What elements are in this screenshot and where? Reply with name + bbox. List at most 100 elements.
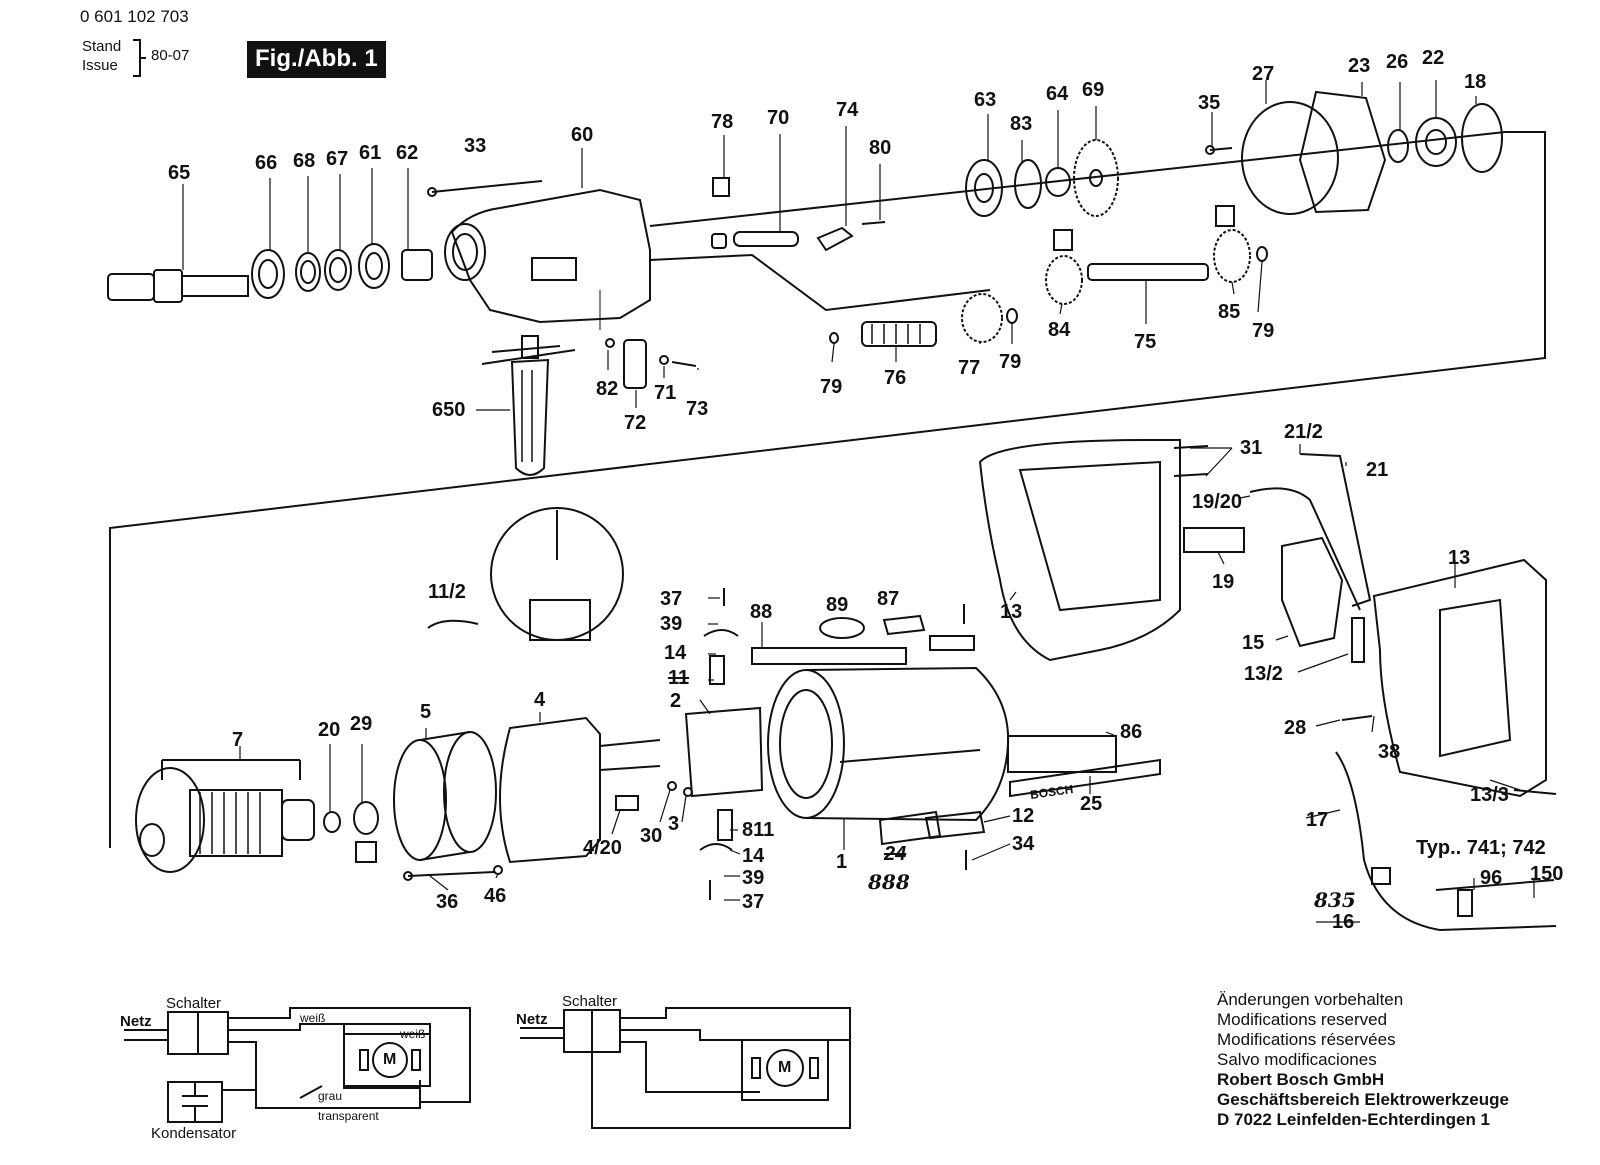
wiring-left-schalter: Schalter bbox=[166, 995, 222, 1012]
part-label-78: 78 bbox=[711, 111, 734, 133]
part-label-11: 11 bbox=[668, 667, 690, 689]
part-label-13-a: 13 bbox=[1000, 601, 1023, 623]
part-label-79-c: 79 bbox=[1252, 320, 1275, 342]
figure-label: Fig./Abb. 1 bbox=[247, 41, 386, 78]
stand-value: 80-07 bbox=[151, 47, 190, 64]
wiring-left-transparent: transparent bbox=[318, 1109, 379, 1123]
part-label-73: 73 bbox=[686, 398, 709, 420]
part-label-13-b: 13 bbox=[1448, 547, 1471, 569]
wiring-left-weiss-1: weiß bbox=[300, 1011, 326, 1025]
wiring-left-weiss-2: weiß bbox=[400, 1027, 426, 1041]
part-label-19-20: 19/20 bbox=[1192, 491, 1243, 513]
part-label-46: 46 bbox=[484, 885, 507, 907]
part-label-70: 70 bbox=[767, 107, 790, 129]
part-label-20: 20 bbox=[318, 719, 341, 741]
part-label-83: 83 bbox=[1010, 113, 1033, 135]
wiring-left-netz: Netz bbox=[120, 1013, 152, 1030]
part-label-7: 7 bbox=[232, 729, 244, 751]
wiring-left-grau: grau bbox=[318, 1089, 343, 1103]
part-label-12: 12 bbox=[1012, 805, 1035, 827]
part-label-86: 86 bbox=[1120, 721, 1143, 743]
part-label-88: 88 bbox=[750, 601, 773, 623]
part-label-13-3: 13/3 bbox=[1470, 784, 1509, 806]
company-line: Geschäftsbereich Elektrowerkzeuge bbox=[1217, 1090, 1509, 1109]
part-label-62: 62 bbox=[396, 142, 419, 164]
part-label-4: 4 bbox=[534, 689, 546, 711]
part-label-66: 66 bbox=[255, 152, 278, 174]
part-label-71: 71 bbox=[654, 382, 677, 404]
part-label-26: 26 bbox=[1386, 51, 1409, 73]
part-label-65: 65 bbox=[168, 162, 191, 184]
part-label-30: 30 bbox=[640, 825, 663, 847]
part-label-39-b: 39 bbox=[742, 867, 765, 889]
part-label-96: 96 bbox=[1480, 867, 1503, 889]
part-label-67: 67 bbox=[326, 148, 349, 170]
part-label-2: 2 bbox=[670, 690, 682, 712]
part-label-5: 5 bbox=[420, 701, 432, 723]
leader-lines bbox=[182, 80, 1535, 923]
wiring-left-motor: M bbox=[383, 1051, 397, 1068]
part-label-89: 89 bbox=[826, 594, 849, 616]
part-label-21-2: 21/2 bbox=[1284, 421, 1323, 443]
part-label-77: 77 bbox=[958, 357, 981, 379]
part-label-18: 18 bbox=[1464, 71, 1487, 93]
wiring-right-netz: Netz bbox=[516, 1011, 548, 1028]
part-label-22: 22 bbox=[1422, 47, 1445, 69]
part-label-4-20: 4/20 bbox=[583, 837, 622, 859]
part-label-14-a: 14 bbox=[664, 642, 687, 664]
wiring-left-kondensator: Kondensator bbox=[151, 1125, 237, 1142]
part-label-1: 1 bbox=[836, 851, 848, 873]
part-label-23: 23 bbox=[1348, 55, 1371, 77]
part-label-811: 811 bbox=[742, 819, 775, 841]
part-label-37-a: 37 bbox=[660, 588, 683, 610]
part-label-79-b: 79 bbox=[999, 351, 1022, 373]
part-label-68: 68 bbox=[293, 150, 316, 172]
part-number: 0 601 102 703 bbox=[80, 7, 189, 26]
part-label-25: 25 bbox=[1080, 793, 1103, 815]
part-label-888: 888 bbox=[868, 870, 910, 894]
part-label-39-a: 39 bbox=[660, 613, 683, 635]
company-line: D 7022 Leinfelden-Echterdingen 1 bbox=[1217, 1110, 1491, 1129]
part-label-15: 15 bbox=[1242, 632, 1265, 654]
note-line: Änderungen vorbehalten bbox=[1217, 990, 1404, 1009]
part-label-38: 38 bbox=[1378, 741, 1401, 763]
part-label-35: 35 bbox=[1198, 92, 1221, 114]
part-label-87: 87 bbox=[877, 588, 900, 610]
part-label-84: 84 bbox=[1048, 319, 1071, 341]
wiring-right-motor: M bbox=[778, 1059, 792, 1076]
company-line: Robert Bosch GmbH bbox=[1217, 1070, 1385, 1089]
part-label-34: 34 bbox=[1012, 833, 1035, 855]
part-label-69: 69 bbox=[1082, 79, 1105, 101]
type-label: Typ.. 741; 742 bbox=[1416, 837, 1546, 859]
part-label-3: 3 bbox=[668, 813, 680, 835]
part-label-14-b: 14 bbox=[742, 845, 765, 867]
wiring-diagram-right bbox=[520, 1007, 851, 1129]
part-label-150: 150 bbox=[1530, 863, 1564, 885]
part-label-80: 80 bbox=[869, 137, 892, 159]
part-label-28: 28 bbox=[1284, 717, 1307, 739]
part-label-835: 835 bbox=[1314, 888, 1356, 912]
part-label-60: 60 bbox=[571, 124, 594, 146]
part-label-37-b: 37 bbox=[742, 891, 765, 913]
part-label-85: 85 bbox=[1218, 301, 1241, 323]
part-label-24: 24 bbox=[884, 843, 907, 865]
part-label-19: 19 bbox=[1212, 571, 1235, 593]
stand-label: Stand bbox=[82, 38, 122, 55]
note-line: Modifications réservées bbox=[1217, 1030, 1396, 1049]
part-label-17: 17 bbox=[1306, 809, 1329, 831]
part-label-61: 61 bbox=[359, 142, 382, 164]
part-label-74: 74 bbox=[836, 99, 859, 121]
part-label-76: 76 bbox=[884, 367, 907, 389]
wiring-diagram-left bbox=[124, 1007, 471, 1123]
part-label-63: 63 bbox=[974, 89, 997, 111]
part-label-82: 82 bbox=[596, 378, 619, 400]
notes-block: Änderungen vorbehalten Modifications res… bbox=[1217, 990, 1509, 1130]
part-label-79-a: 79 bbox=[820, 376, 843, 398]
part-label-650: 650 bbox=[432, 399, 466, 421]
note-line: Modifications reserved bbox=[1217, 1010, 1388, 1029]
part-label-31: 31 bbox=[1240, 437, 1263, 459]
issue-label: Issue bbox=[82, 57, 118, 74]
part-label-64: 64 bbox=[1046, 83, 1069, 105]
